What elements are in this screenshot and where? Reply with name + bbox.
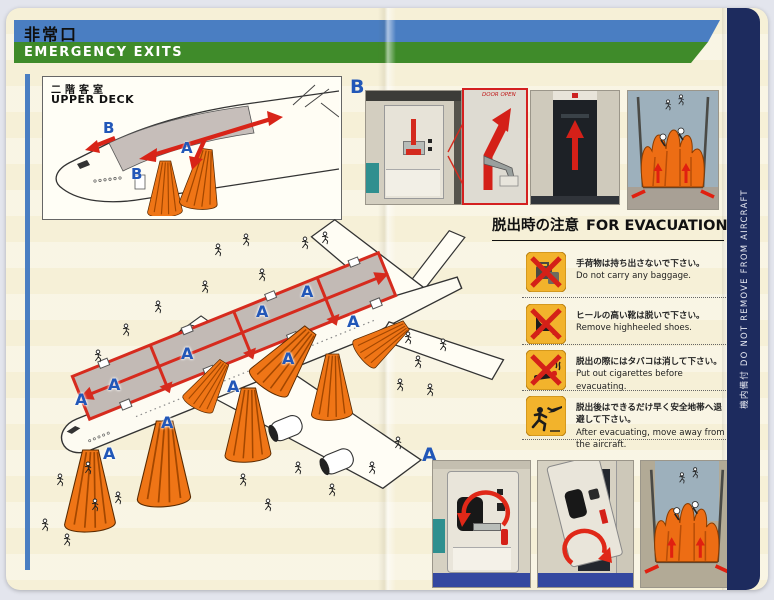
- evacuation-heading-jp: 脱出時の注意: [492, 218, 579, 234]
- exit-a-label: A: [347, 312, 360, 331]
- upper-deck-exit-b1: B: [103, 119, 115, 137]
- dotted-separator: [522, 439, 726, 440]
- inset-caption: DOOR OPEN: [482, 92, 516, 98]
- rule-no-baggage: 手荷物は持ち出さないで下さい。 Do not carry any baggage…: [526, 252, 726, 296]
- no-baggage-icon: [526, 252, 566, 292]
- upper-deck-exit-a: A: [181, 139, 193, 157]
- exit-a-label: A: [301, 282, 314, 301]
- door-b-open-photo: [530, 90, 620, 205]
- exit-a-label: A: [161, 413, 174, 432]
- rule-move-away: 脱出後はできるだけ早く安全地帯へ退避して下さい。 After evacuatin…: [526, 396, 726, 450]
- no-highheel-shoes-icon: [526, 304, 566, 344]
- exit-a-label: A: [227, 377, 240, 396]
- dotted-separator: [522, 390, 726, 391]
- slide-view-b-illustration: [627, 90, 719, 210]
- slide-view-a-illustration: [640, 460, 734, 588]
- no-cigarettes-icon: [526, 350, 566, 390]
- left-accent-stripe: [25, 74, 30, 570]
- door-b-closed-photo: [365, 90, 462, 205]
- dotted-separator: [522, 344, 726, 345]
- main-evacuation-diagram-icon: [41, 218, 505, 547]
- rotate-handle-arrow-icon: [457, 490, 511, 527]
- rule-text-jp: 脱出後はできるだけ早く安全地帯へ退避して下さい。: [576, 403, 722, 426]
- upper-deck-label-en: UPPER DECK: [51, 93, 135, 106]
- move-away-icon: [526, 396, 566, 436]
- rule-text-en: Do not carry any baggage.: [576, 271, 692, 282]
- page-title-japanese: 非常口: [24, 25, 79, 44]
- rule-no-highheels: ヒールの高い靴は脱いで下さい。 Remove highheeled shoes.: [526, 304, 726, 348]
- door-open-arrow-icon: [483, 108, 519, 190]
- dotted-separator: [522, 297, 726, 298]
- upper-deck-inset: 二階客室 UPPER DECK B A B: [42, 76, 342, 220]
- exit-a-label: A: [75, 390, 88, 409]
- rule-text-en: Remove highheeled shoes.: [576, 323, 692, 334]
- header-bar-green: [14, 42, 708, 63]
- page-title-english: EMERGENCY EXITS: [24, 45, 184, 60]
- safety-card: 非常口 EMERGENCY EXITS 二階客室 UPPER DECK: [6, 8, 768, 590]
- door-a-closed-photo: [432, 460, 531, 588]
- evacuation-heading: 脱出時の注意 FOR EVACUATION: [492, 214, 728, 241]
- upper-deck-drawing-icon: [55, 84, 339, 216]
- exit-a-label: A: [108, 375, 121, 394]
- rule-no-cigarettes: 脱出の際にはタバコは消して下さい。 Put out cigarettes bef…: [526, 350, 726, 394]
- spine-strip: 機内備付 DO NOT REMOVE FROM AIRCRAFT: [727, 8, 760, 590]
- up-arrow-icon: [561, 114, 589, 170]
- right-page-edge: [722, 8, 728, 590]
- rule-text-en: Put out cigarettes before evacuating.: [576, 369, 683, 392]
- header-bar-blue: [14, 20, 720, 42]
- rule-text-en: After evacuating, move away from the air…: [576, 427, 725, 451]
- exit-a-label: A: [103, 444, 116, 463]
- evacuation-heading-en: FOR EVACUATION: [586, 218, 728, 234]
- exit-a-label: A: [256, 302, 269, 321]
- section-b-label: B: [350, 76, 365, 98]
- exit-a-label: A: [282, 349, 295, 368]
- door-a-open-photo: [537, 460, 634, 588]
- door-swing-arrow-icon: [562, 528, 612, 565]
- upper-deck-exit-b2: B: [131, 165, 143, 183]
- spine-label: 機内備付 DO NOT REMOVE FROM AIRCRAFT: [739, 189, 750, 409]
- door-b-handle-inset: DOOR OPEN: [462, 88, 528, 205]
- rule-text-jp: 脱出の際にはタバコは消して下さい。: [576, 357, 722, 367]
- upper-deck-label-jp: 二階客室: [51, 85, 107, 96]
- exit-a-label: A: [181, 344, 194, 363]
- rule-text-jp: ヒールの高い靴は脱いで下さい。: [576, 311, 705, 321]
- rule-text-jp: 手荷物は持ち出さないで下さい。: [576, 259, 705, 269]
